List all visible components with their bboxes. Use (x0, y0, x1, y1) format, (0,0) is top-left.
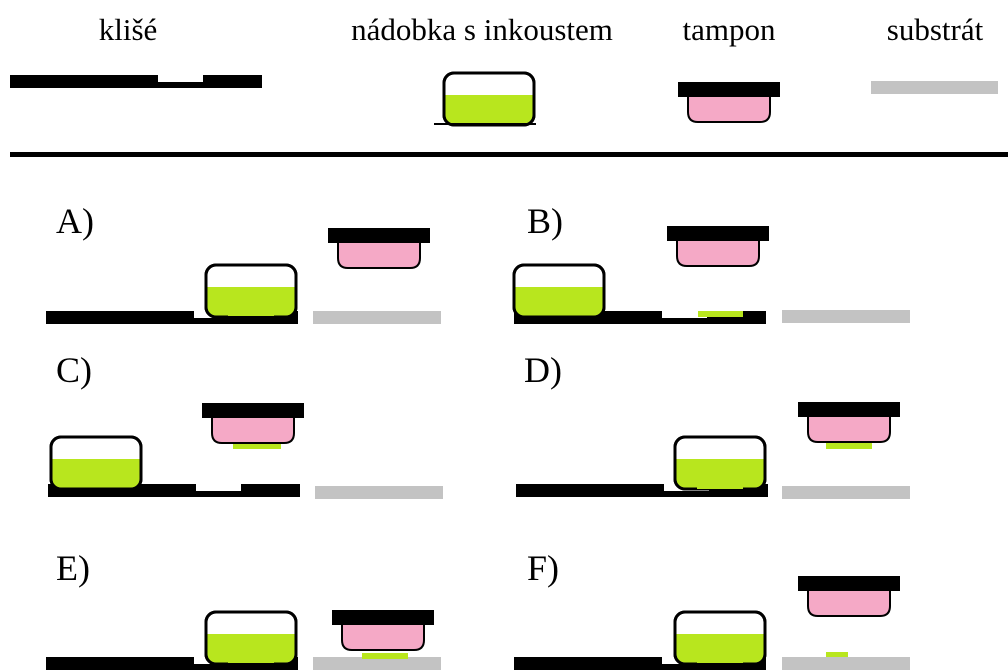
legend-cliche-label: klišé (99, 12, 158, 47)
legend-ink-cup (434, 71, 536, 127)
step-f: F) (514, 548, 910, 670)
step-d-label: D) (524, 350, 562, 390)
step-d: D) (516, 350, 910, 499)
step-b-label: B) (527, 201, 563, 241)
legend-pad-label: tampon (683, 12, 776, 47)
legend-substrate-label: substrát (887, 12, 984, 47)
legend-pad (677, 81, 781, 123)
step-f-label: F) (527, 548, 559, 588)
step-a: A) (46, 201, 441, 324)
legend-substrate (871, 81, 998, 94)
step-b: B) (512, 201, 910, 324)
step-e-label: E) (56, 548, 90, 588)
legend-cliche-plate (10, 75, 262, 88)
step-c-label: C) (56, 350, 92, 390)
step-a-label: A) (56, 201, 94, 241)
step-e: E) (46, 548, 441, 670)
step-c: C) (48, 350, 443, 499)
header-separator (10, 152, 1008, 157)
legend-ink-cup-label: nádobka s inkoustem (351, 12, 613, 47)
